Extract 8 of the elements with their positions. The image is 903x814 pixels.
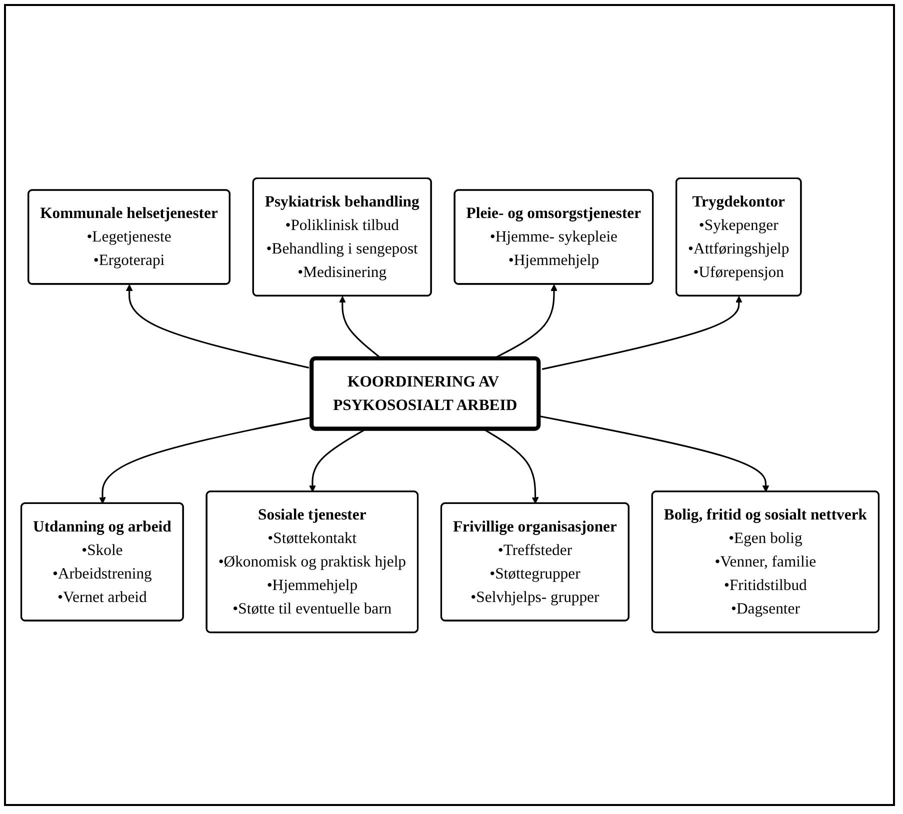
arrow: [125, 284, 309, 368]
arrow: [541, 296, 742, 370]
arrow: [538, 415, 769, 492]
arrow: [338, 296, 380, 358]
arrow: [482, 428, 538, 504]
diagram-frame: KOORDINERING AV PSYKOSOSIALT ARBEID Kommunale helsetjenester •Legetjeneste •Ergoterapi Psykiatrisk behandling •Poliklinisk tilbud •Behandling i sengepost •Medisinering Pleie- og omsorgstjenester •Hjemme- sykepleie •Hjemmehjelp Trygdekontor •Sykepenger •Attføringshjelp •Uførepensjon Utdanning og arbeid •Skole •Arbeidstrening •Vernet arbeid Sosiale tjenester •Støttekontakt •Økonomisk og praktisk hjelp •Hjemmehjelp •Støtte til eventuelle barn Frivillige organisasjoner •Treffsteder •Støttegrupper •Selvhjelps- grupper Bolig, fritid og sosialt nettverk •Egen bolig •Venner, familie •Fritidstilbud •Dagsenter: [4, 4, 895, 806]
arrow: [495, 284, 557, 358]
arrow: [308, 428, 366, 492]
